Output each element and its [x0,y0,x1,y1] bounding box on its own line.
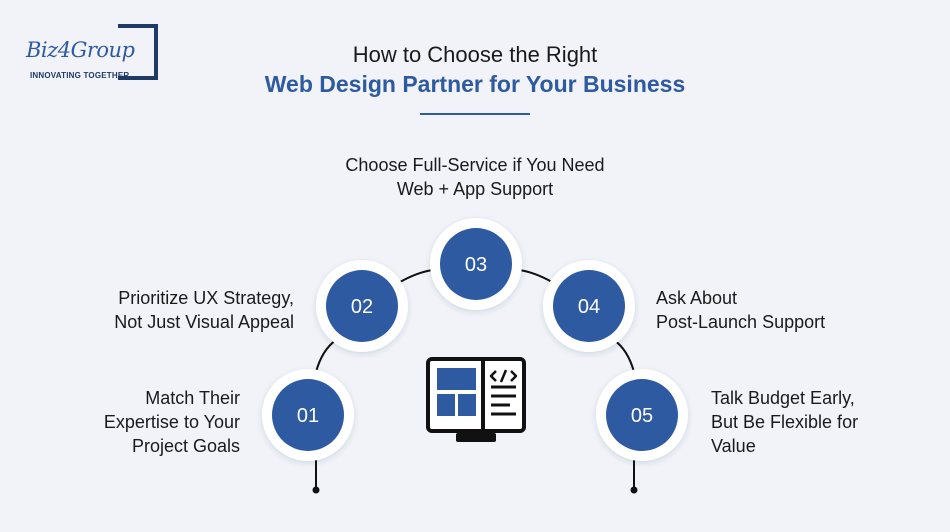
step-02-label-line: Not Just Visual Appeal [114,312,294,332]
step-05-label-line: Value [711,436,756,456]
title-underline [420,113,530,115]
connector-line [399,269,434,283]
step-01-label: Match Their Expertise to Your Project Go… [104,386,240,458]
step-03-label-line: Choose Full-Service if You Need [345,155,605,175]
step-node-01: 01 [262,369,354,461]
step-node-fill [440,228,512,300]
step-05-label: Talk Budget Early, But Be Flexible for V… [711,386,858,458]
title-line-1: How to Choose the Right [352,42,598,67]
step-02-label: Prioritize UX Strategy, Not Just Visual … [114,286,294,334]
logo-name: Biz4Group [26,38,135,62]
step-node-04: 04 [543,260,635,352]
connector-line [613,339,635,373]
step-node-fill [326,270,398,342]
step-number: 01 [297,405,319,427]
step-03-label-line: Web + App Support [396,179,554,199]
endpoint-dot [312,486,320,494]
step-node-fill [606,379,678,451]
web-design-monitor-icon [426,357,526,442]
step-01-label-line: Expertise to Your [103,412,240,432]
step-04-label: Ask About Post-Launch Support [656,286,825,334]
title-line-2: Web Design Partner for Your Business [264,71,686,97]
step-03-label: Choose Full-Service if You Need Web + Ap… [300,153,650,201]
step-number: 05 [631,405,653,427]
logo-frame-top [118,24,158,28]
step-node-02: 02 [316,260,408,352]
step-number: 04 [578,296,600,318]
step-04-label-line: Ask About [656,288,738,308]
step-nodes: 01 02 03 04 05 [262,218,688,461]
connector-line [315,339,337,373]
endpoint-dot [630,486,638,494]
step-number: 03 [465,254,487,276]
logo-tagline: INNOVATING TOGETHER [30,71,130,80]
step-01-label-line: Project Goals [131,436,240,456]
step-01-label-line: Match Their [145,388,240,408]
step-node-03: 03 [430,218,522,310]
company-logo: Biz4Group INNOVATING TOGETHER [22,24,158,86]
step-node-fill [272,379,344,451]
step-05-label-line: Talk Budget Early, [711,388,855,408]
step-number: 02 [351,296,373,318]
step-node-fill [553,270,625,342]
step-02-label-line: Prioritize UX Strategy, [118,288,294,308]
step-04-label-line: Post-Launch Support [656,312,826,332]
connector-line [518,269,553,283]
step-node-05: 05 [596,369,688,461]
step-05-label-line: But Be Flexible for [711,412,859,432]
